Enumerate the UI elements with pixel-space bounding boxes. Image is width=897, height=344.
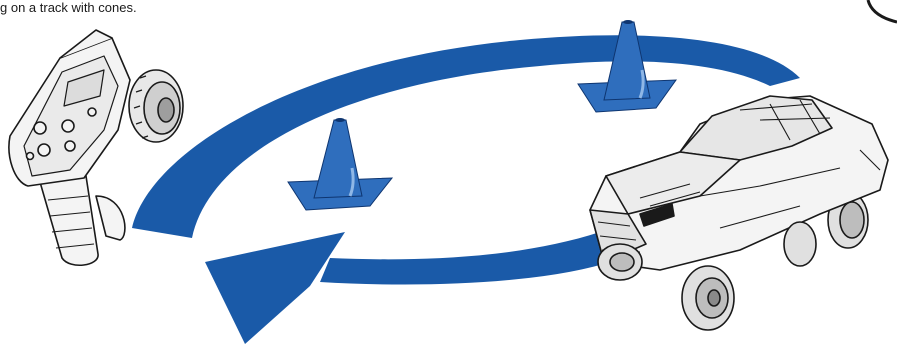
rc-short-course-truck-icon (590, 96, 888, 330)
badge-icon (868, 0, 897, 22)
traffic-cone-icon (288, 118, 392, 210)
traffic-cone-icon (578, 20, 676, 112)
